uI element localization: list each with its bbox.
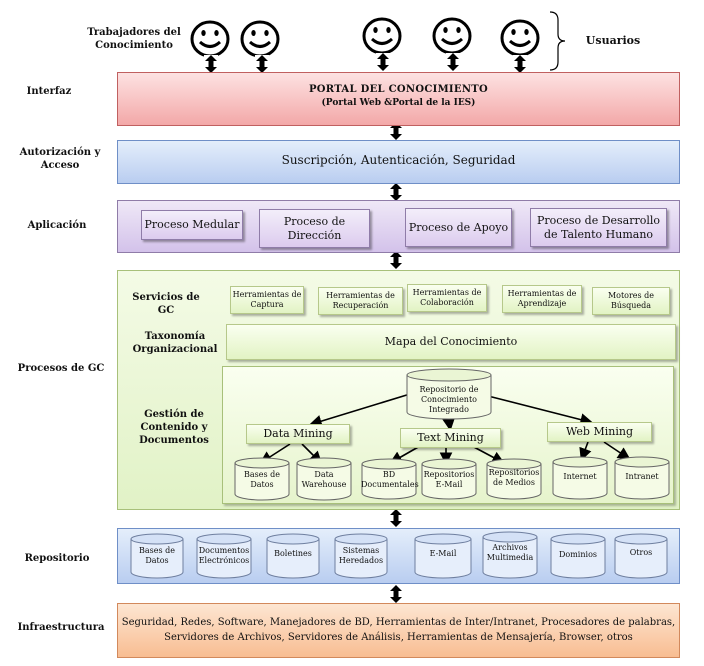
double-arrow-icon [513,55,527,73]
servicios-label: Servicios de GC [132,292,200,316]
store-bd-documentales-cylinder: BD Documentales [361,458,419,500]
store-internet-cylinder: Internet [552,456,608,500]
proceso-talento-box: Proceso de Desarrollo de Talento Humano [530,208,667,247]
store-data-warehouse-cylinder: Data Warehouse [296,457,352,501]
user-face-icon [432,17,472,55]
repo-boletines-cylinder: Boletines [266,533,320,579]
repo-documentos-cylinder: Documentos Electrónicos [196,533,252,579]
servicio-aprendizaje-box: Herramientas de Aprendizaje [502,285,582,313]
infraestructura-label: Infraestructura [17,622,105,633]
repositorio-integrado-cylinder: Repositorio de Conocimiento Integrado [406,368,492,420]
double-arrow-icon [389,251,403,269]
workers-label: Trabajadores del Conocimiento [87,27,181,51]
autorizacion-text: Suscripción, Autenticación, Seguridad [281,153,516,167]
users-label: Usuarios [585,34,641,47]
portal-title: PORTAL DEL CONOCIMIENTO [308,84,489,95]
interfaz-layer: PORTAL DEL CONOCIMIENTO (Portal Web &Por… [117,72,680,126]
taxonomia-label: Taxonomía Organizacional [132,331,218,355]
proceso-medular-box: Proceso Medular [141,210,243,240]
infraestructura-line2: Servidores de Archivos, Servidores de An… [164,632,633,643]
infraestructura-layer: Seguridad, Redes, Software, Manejadores … [117,603,680,658]
mapa-conocimiento-box: Mapa del Conocimiento [226,324,676,360]
text-mining-box: Text Mining [400,428,501,448]
interfaz-label: Interfaz [26,86,72,97]
gestion-label: Gestión de Contenido y Documentos [139,409,209,446]
proceso-apoyo-box: Proceso de Apoyo [405,208,512,247]
infraestructura-line1: Seguridad, Redes, Software, Manejadores … [121,617,676,628]
store-repo-email-cylinder: Repositorios E-Mail [421,458,477,500]
repo-sistemas-heredados-cylinder: Sistemas Heredados [334,533,388,579]
store-repo-medios-cylinder: Repositorios de Medios [486,458,542,500]
user-face-icon [190,20,230,58]
users-brace-icon [548,10,568,76]
repositorio-label: Repositorio [24,553,90,564]
double-arrow-icon [376,53,390,71]
autorizacion-layer: Suscripción, Autenticación, Seguridad [117,140,680,184]
double-arrow-icon [389,585,403,603]
repo-dominios-cylinder: Dominios [550,533,606,579]
data-mining-box: Data Mining [246,424,350,444]
proceso-direccion-box: Proceso de Dirección [259,209,370,248]
servicio-recuperacion-box: Herramientas de Recuperación [318,287,403,315]
repo-bases-datos-cylinder: Bases de Datos [130,533,184,579]
aplicacion-label: Aplicación [27,220,87,231]
double-arrow-icon [446,53,460,71]
store-intranet-cylinder: Intranet [614,456,670,500]
autorizacion-label: Autorización y Acceso [19,147,101,171]
user-face-icon [240,20,280,58]
user-face-icon [362,17,402,55]
double-arrow-icon [389,509,403,527]
servicio-captura-box: Herramientas de Captura [230,286,304,314]
servicio-colaboracion-box: Herramientas de Colaboración [407,284,487,312]
store-bases-datos-cylinder: Bases de Datos [234,457,290,501]
user-face-icon [500,19,540,57]
procesos-label: Procesos de GC [17,363,105,374]
web-mining-box: Web Mining [547,422,652,442]
repo-email-cylinder: E-Mail [414,533,472,579]
repo-otros-cylinder: Otros [614,533,668,579]
repo-multimedia-cylinder: Archivos Multimedia [482,531,538,579]
double-arrow-icon [389,183,403,201]
portal-subtitle: (Portal Web &Portal de la IES) [321,98,476,108]
servicio-busqueda-box: Motores de Búsqueda [592,287,670,315]
